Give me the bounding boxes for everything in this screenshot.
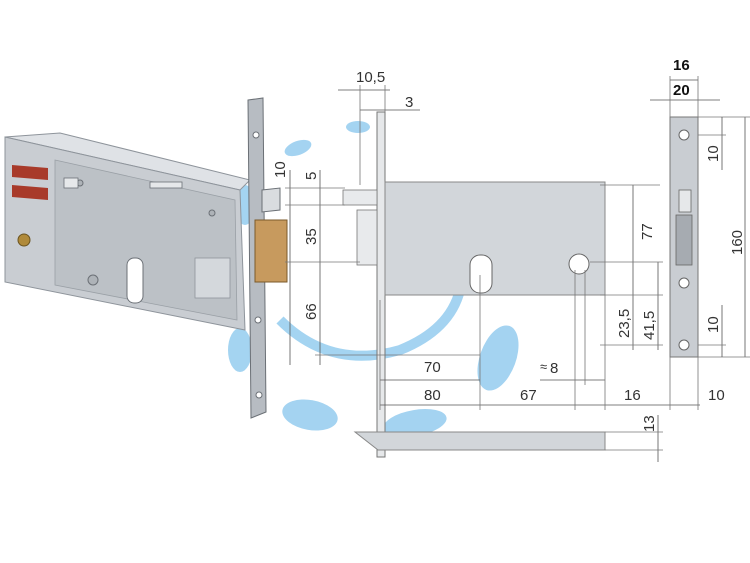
spindle-hole-icon bbox=[568, 253, 590, 275]
dim-16-bottom: 16 bbox=[624, 387, 641, 404]
dim-20-faceplate: 20 bbox=[673, 82, 690, 99]
screw-icon bbox=[17, 233, 31, 247]
dim-66: 66 bbox=[303, 303, 320, 320]
dim-160: 160 bbox=[729, 230, 746, 255]
dim-41-5: 41,5 bbox=[641, 311, 658, 340]
dim-23-5: 23,5 bbox=[616, 309, 633, 338]
dimension-labels: 10,5 3 16 20 10 5 35 66 77 23,5 41,5 160… bbox=[272, 57, 746, 432]
dim-10-bottom: 10 bbox=[708, 387, 725, 404]
cylinder-hole-icon bbox=[126, 257, 144, 304]
dim-10-5: 10,5 bbox=[356, 69, 385, 86]
dim-77: 77 bbox=[639, 223, 656, 240]
dim-10-right-bottom: 10 bbox=[705, 316, 722, 333]
dim-10-left: 10 bbox=[272, 161, 289, 178]
svg-text:≈: ≈ bbox=[540, 359, 547, 374]
dim-8: 8 bbox=[550, 360, 558, 377]
dim-80: 80 bbox=[424, 387, 441, 404]
dim-5: 5 bbox=[303, 172, 320, 180]
dim-3: 3 bbox=[405, 94, 413, 111]
dim-13: 13 bbox=[641, 415, 658, 432]
screw-icon bbox=[87, 274, 99, 286]
lock-body-illustration bbox=[4, 97, 288, 419]
dim-10-right-top: 10 bbox=[705, 145, 722, 162]
dim-67: 67 bbox=[520, 387, 537, 404]
dim-35: 35 bbox=[303, 228, 320, 245]
red-label-icon bbox=[12, 165, 48, 180]
faceplate-front-view bbox=[669, 116, 699, 358]
side-elevation bbox=[342, 111, 606, 458]
red-label-icon bbox=[12, 185, 48, 200]
dimension-lines bbox=[285, 76, 750, 462]
deadbolt bbox=[254, 219, 288, 283]
dim-70: 70 bbox=[424, 359, 441, 376]
dim-16-faceplate: 16 bbox=[673, 57, 690, 74]
cylinder-slot-icon bbox=[469, 254, 493, 294]
